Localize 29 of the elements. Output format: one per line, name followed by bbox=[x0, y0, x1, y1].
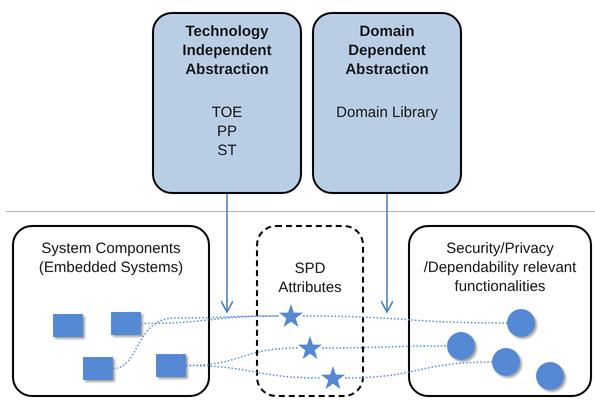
group-box bbox=[12, 225, 210, 397]
arrow bbox=[380, 194, 394, 313]
star-marker bbox=[298, 336, 322, 360]
dotted-connector bbox=[186, 364, 322, 379]
square-marker bbox=[83, 357, 113, 380]
box-heading: Security/Privacy /Dependability relevant functionalities bbox=[422, 239, 578, 296]
abstraction-box bbox=[152, 12, 302, 194]
abstraction-box bbox=[312, 12, 462, 194]
box-heading: Technology Independent Abstraction bbox=[181, 22, 273, 79]
dotted-connector bbox=[322, 345, 447, 349]
box-item: ST bbox=[217, 141, 237, 160]
square-marker bbox=[111, 312, 141, 335]
dotted-connector bbox=[303, 315, 507, 324]
square-marker bbox=[53, 314, 83, 337]
box-heading: Domain Dependent Abstraction bbox=[344, 22, 430, 79]
dotted-connector bbox=[112, 315, 279, 370]
box-item: TOE bbox=[212, 103, 242, 122]
box-item: Domain Library bbox=[336, 103, 438, 122]
dotted-connector bbox=[344, 361, 492, 379]
group-box bbox=[408, 225, 592, 397]
box-heading: System Components (Embedded Systems) bbox=[38, 239, 184, 277]
box-heading: SPD Attributes bbox=[277, 259, 343, 297]
arrow bbox=[220, 194, 234, 313]
square-marker bbox=[156, 354, 186, 377]
group-box bbox=[256, 225, 364, 397]
star-marker bbox=[321, 366, 345, 390]
star-marker bbox=[279, 304, 303, 328]
box-item: PP bbox=[216, 122, 237, 141]
dotted-connector bbox=[141, 315, 279, 324]
